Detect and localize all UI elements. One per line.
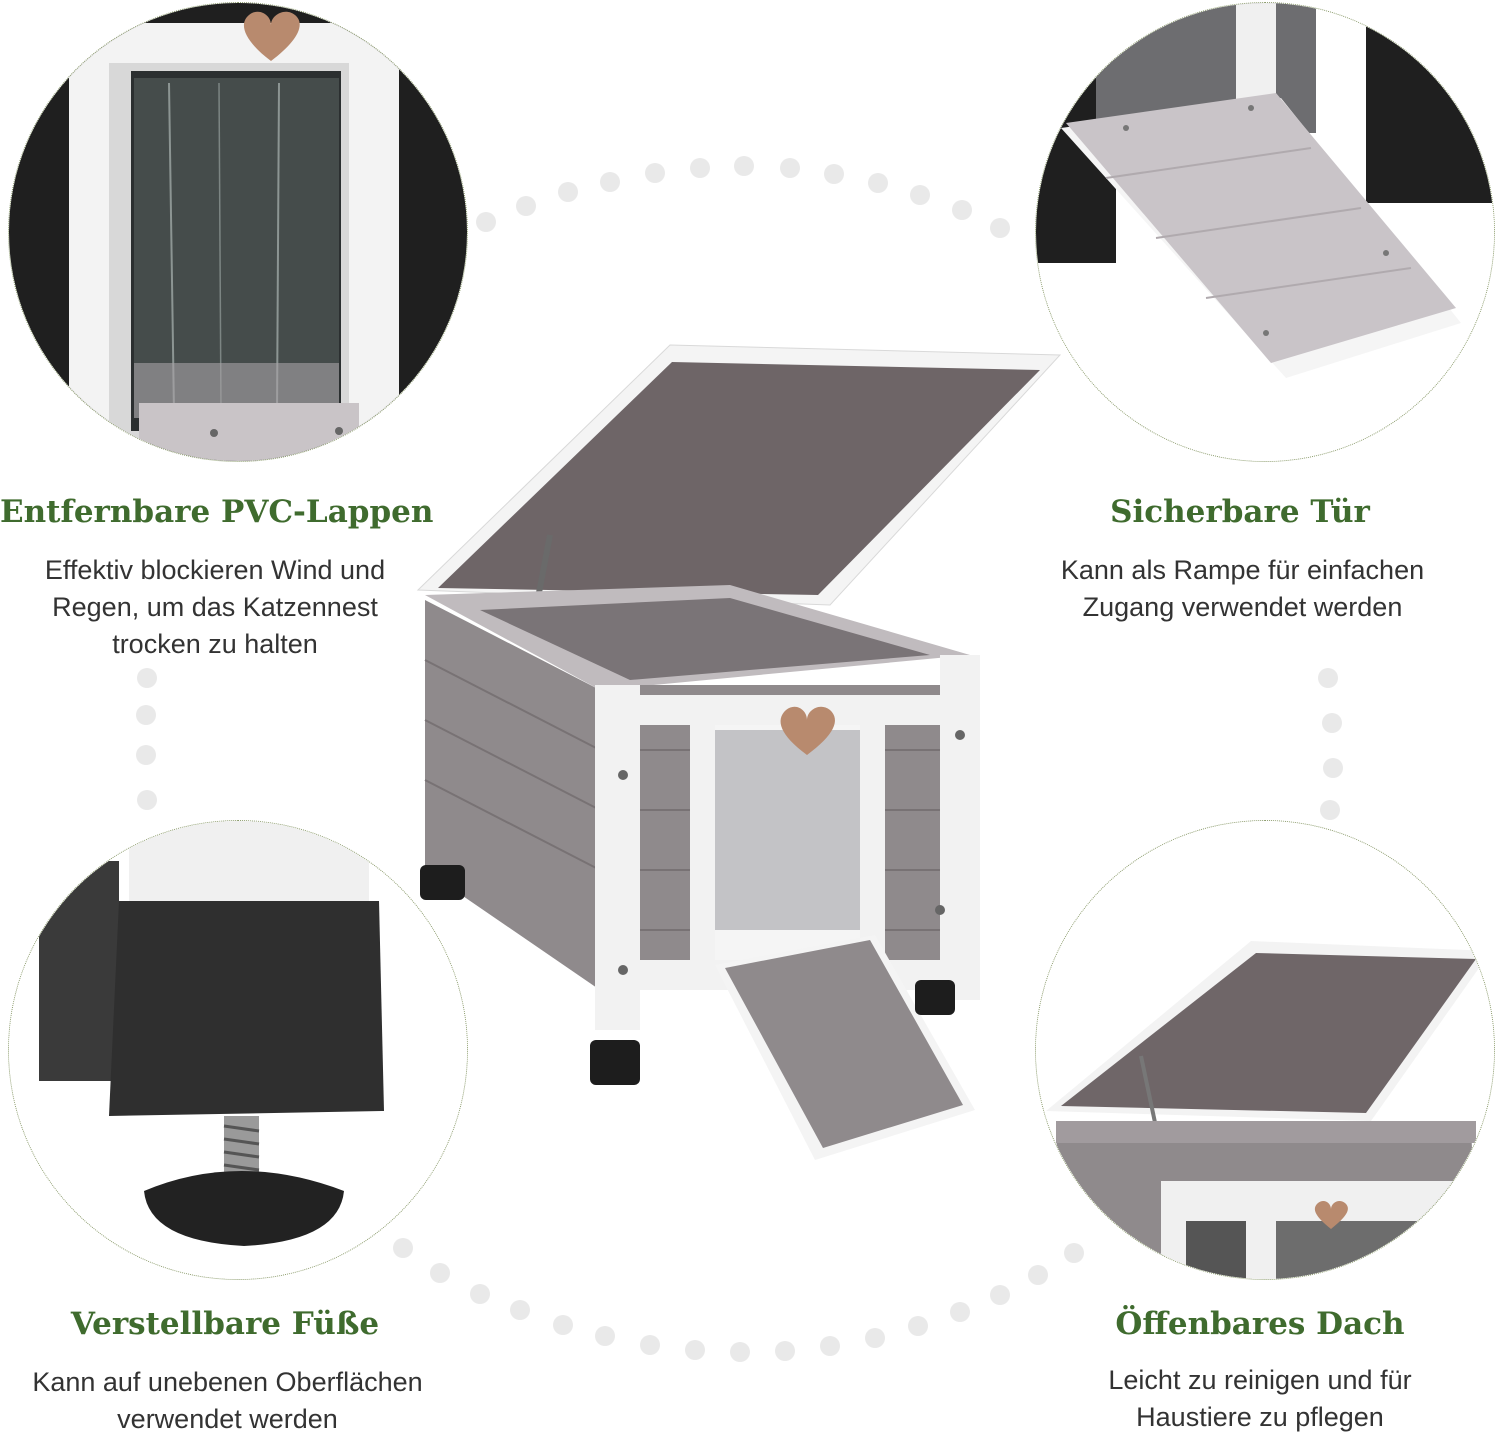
feature-title-pvc-flaps: Entfernbare PVC-Lappen (0, 494, 434, 530)
feature-title-feet: Verstellbare Füße (70, 1306, 380, 1342)
feature-desc-pvc-flaps: Effektiv blockieren Wind und Regen, um d… (0, 552, 430, 663)
feature-desc-roof: Leicht zu reinigen und für Haustiere zu … (1060, 1362, 1460, 1436)
desc-line: Haustiere zu pflegen (1136, 1402, 1384, 1432)
desc-line: trocken zu halten (112, 629, 318, 659)
adjustable-foot-detail-image (8, 820, 468, 1280)
desc-line: Effektiv blockieren Wind und (44, 555, 386, 585)
desc-line: Zugang verwendet werden (1082, 592, 1403, 622)
desc-line: Kann als Rampe für einfachen (1060, 555, 1425, 585)
desc-line: verwendet werden (117, 1404, 338, 1434)
desc-line: Kann auf unebenen Oberflächen (32, 1367, 423, 1397)
feature-desc-door: Kann als Rampe für einfachen Zugang verw… (1020, 552, 1465, 626)
feature-title-roof: Öffenbares Dach (1115, 1306, 1405, 1342)
pvc-flap-detail-image (8, 2, 468, 462)
desc-line: Leicht zu reinigen und für (1108, 1365, 1412, 1395)
feature-title-door: Sicherbare Tür (1110, 494, 1370, 530)
ramp-door-detail-image (1035, 2, 1495, 462)
open-roof-detail-image (1035, 820, 1495, 1280)
cat-house-main-image (410, 340, 1070, 1170)
feature-desc-feet: Kann auf unebenen Oberflächen verwendet … (0, 1364, 455, 1438)
desc-line: Regen, um das Katzennest (52, 592, 378, 622)
